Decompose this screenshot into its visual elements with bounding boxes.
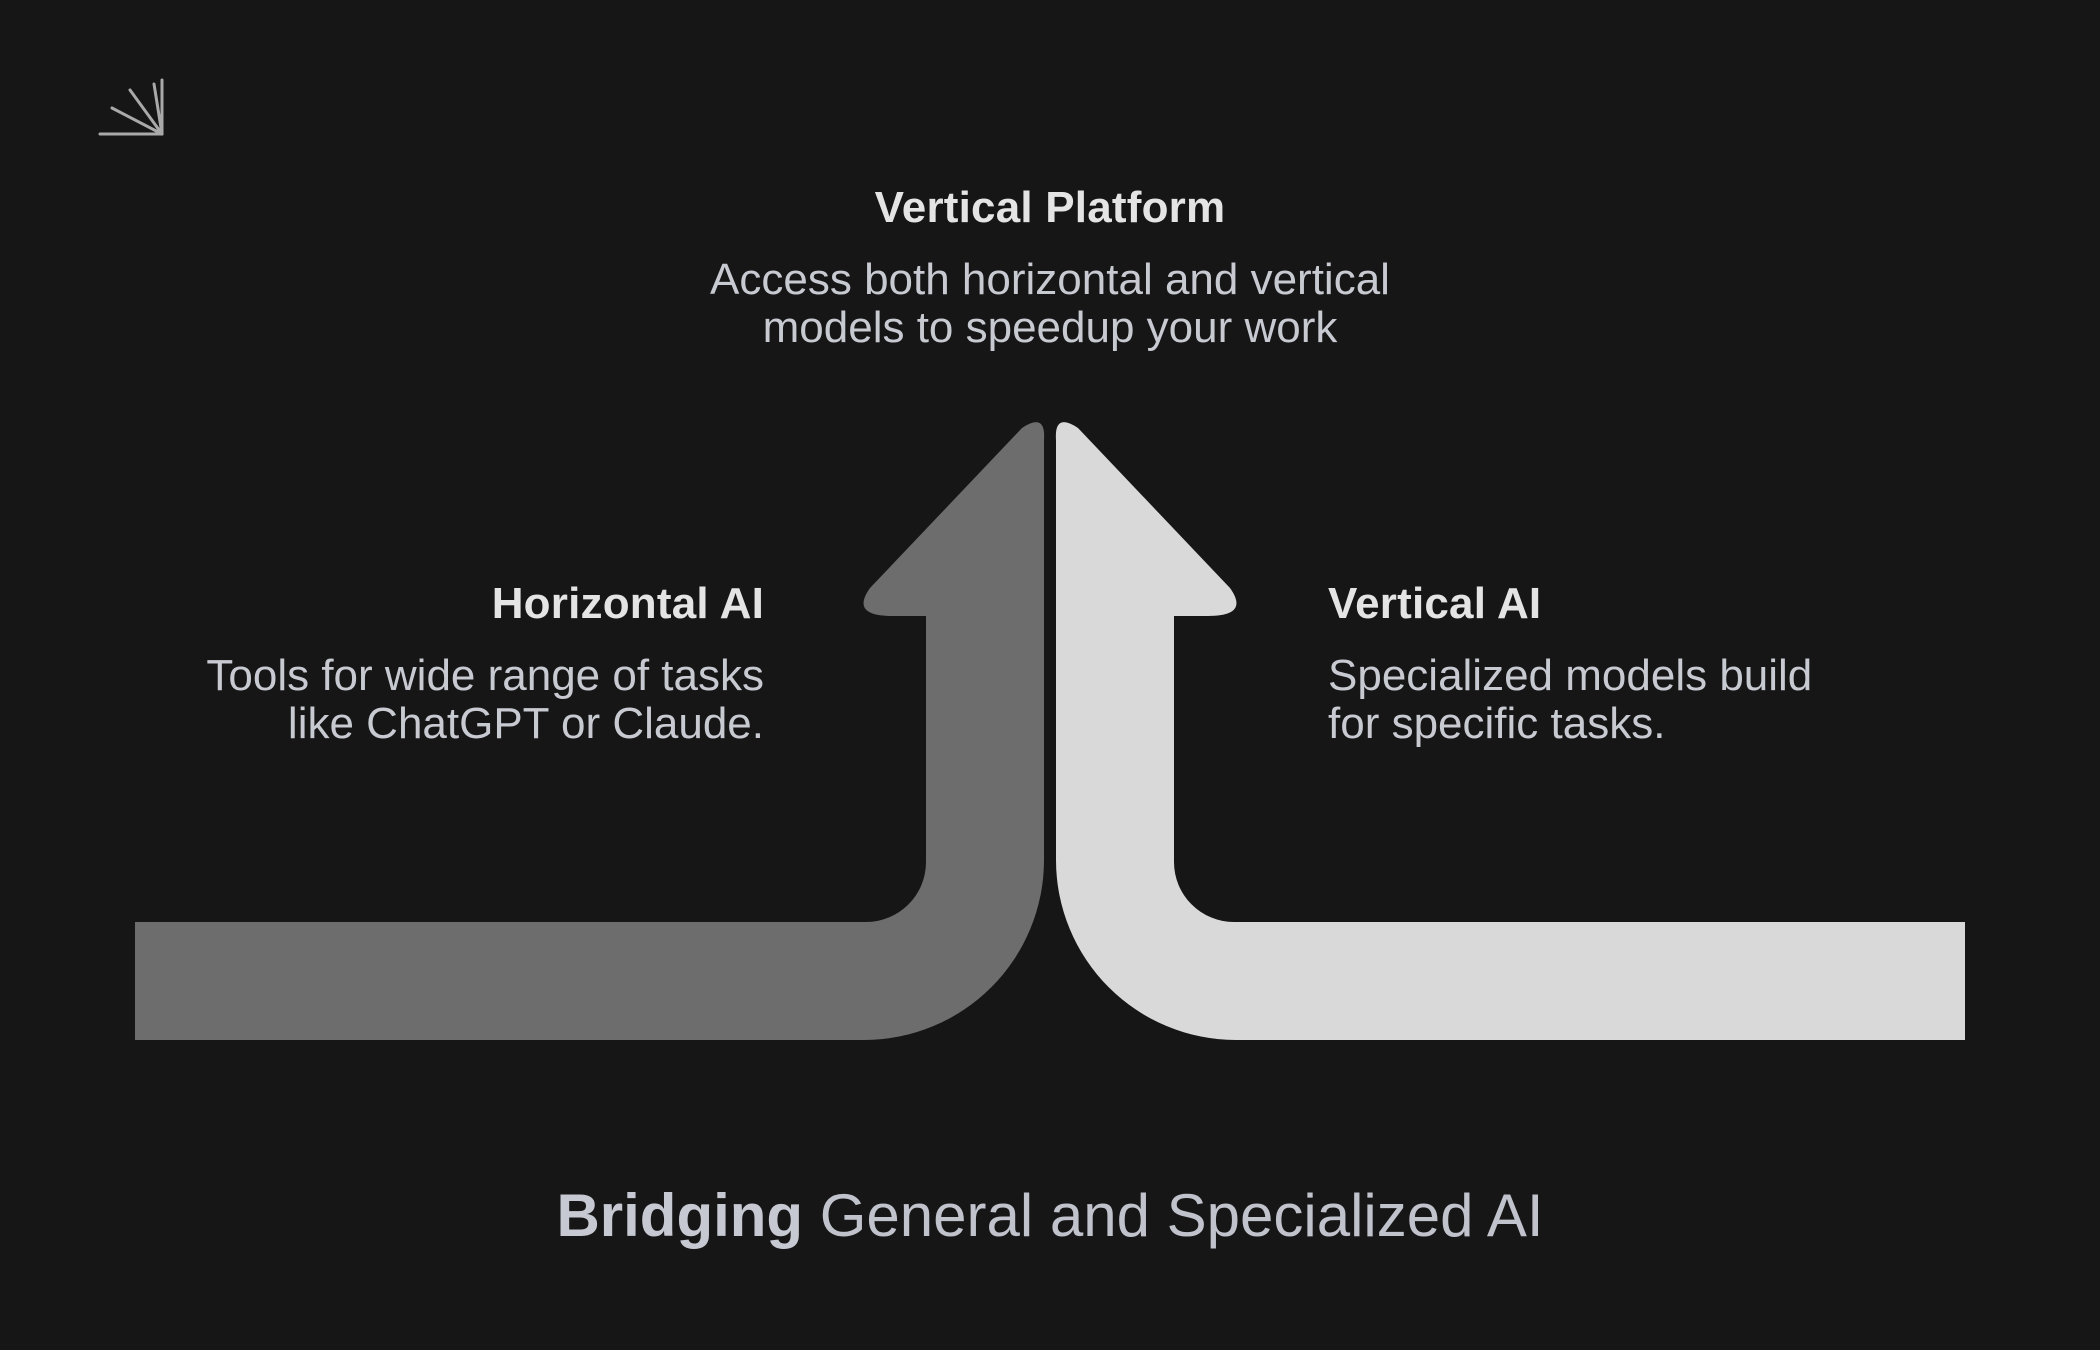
vertical-platform-block: Vertical Platform Access both horizontal…: [600, 180, 1500, 352]
horizontal-ai-title: Horizontal AI: [491, 579, 764, 628]
vertical-ai-description: Specialized models build for specific ta…: [1328, 651, 1813, 748]
sunburst-logo-icon: [98, 78, 164, 136]
horizontal-ai-block: Horizontal AI Tools for wide range of ta…: [100, 576, 764, 748]
footer-title-rest: General and Specialized AI: [803, 1182, 1544, 1249]
footer-title-bold: Bridging: [556, 1182, 804, 1249]
horizontal-ai-arrow: [135, 422, 1045, 1040]
vertical-platform-title: Vertical Platform: [874, 183, 1226, 232]
horizontal-ai-description: Tools for wide range of tasks like ChatG…: [206, 651, 764, 748]
vertical-ai-title: Vertical AI: [1328, 579, 1542, 628]
footer-title: Bridging General and Specialized AI: [0, 1178, 2100, 1254]
vertical-platform-description: Access both horizontal and vertical mode…: [710, 255, 1390, 352]
vertical-ai-arrow: [1055, 422, 1965, 1040]
vertical-ai-block: Vertical AI Specialized models build for…: [1328, 576, 1988, 748]
